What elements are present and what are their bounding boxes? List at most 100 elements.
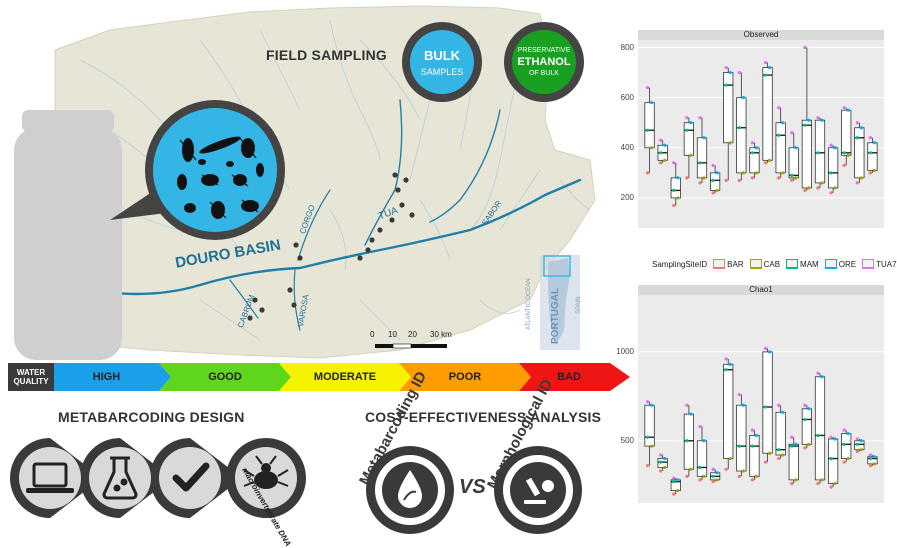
- box-12: [788, 131, 799, 182]
- box-body: [683, 122, 695, 156]
- site-point: [737, 444, 741, 448]
- site-point: [741, 96, 745, 100]
- site-point: [676, 478, 680, 482]
- y-tick-label: 1000: [616, 346, 634, 356]
- site-point: [698, 116, 702, 120]
- site-point: [750, 478, 755, 482]
- box-15: [827, 435, 839, 489]
- site-point: [790, 481, 794, 486]
- site-point: [872, 141, 877, 145]
- site-point: [702, 176, 706, 180]
- site-point: [663, 456, 667, 461]
- site-point: [859, 176, 863, 180]
- box-body: [854, 440, 865, 451]
- box-8: [736, 392, 747, 478]
- site-point: [737, 126, 741, 130]
- site-point: [724, 178, 728, 182]
- site-point: [685, 439, 689, 443]
- site-point: [777, 176, 781, 180]
- wq-moderate: MODERATE: [313, 371, 377, 383]
- site-point: [820, 478, 824, 482]
- site-point: [842, 460, 846, 464]
- site-point: [859, 126, 863, 130]
- legend-key-bar: [713, 259, 726, 269]
- river-cabrum: [229, 279, 259, 319]
- chao1-chart: [638, 346, 884, 496]
- site-point: [750, 444, 755, 448]
- box-body: [814, 119, 826, 184]
- site-point: [803, 45, 807, 50]
- site-point: [846, 108, 850, 112]
- site-point: [737, 474, 741, 478]
- site-point: [685, 474, 689, 478]
- site-point: [872, 455, 877, 459]
- site-point: [728, 362, 732, 366]
- box-body: [723, 363, 734, 459]
- site-point: [676, 488, 680, 493]
- site-point: [781, 410, 785, 414]
- legend-key-mam: [786, 259, 799, 269]
- site-point: [767, 350, 772, 354]
- site-point: [767, 65, 772, 70]
- legend-item-cab: CAB: [749, 259, 780, 269]
- ethanol-line1: PRESERVATIVE: [517, 47, 571, 54]
- y-tick-label: 800: [620, 42, 634, 52]
- site-point: [728, 141, 732, 145]
- vs-label: VS: [459, 476, 486, 498]
- site-point: [649, 146, 654, 150]
- box-9: [749, 428, 760, 482]
- site-point: [750, 141, 755, 145]
- chao1-panel: [638, 295, 884, 503]
- site-point: [645, 400, 650, 404]
- site-point: [794, 442, 798, 446]
- site-point: [842, 106, 846, 110]
- box-body: [723, 72, 734, 144]
- site-point: [698, 465, 702, 470]
- site-point: [715, 471, 719, 475]
- site-point: [794, 478, 798, 482]
- box-10: [762, 60, 773, 165]
- observed-chart: [638, 45, 884, 208]
- water-quality-label: WATER QUALITY: [8, 363, 54, 391]
- box-body: [867, 456, 878, 465]
- legend-key-ore: [824, 259, 837, 269]
- site-point: [711, 178, 715, 182]
- site-point: [855, 437, 859, 441]
- box-body: [736, 97, 747, 174]
- box-16: [841, 428, 852, 464]
- site-point: [724, 368, 728, 372]
- site-point: [855, 121, 859, 125]
- bulk-line1: BULK: [423, 47, 461, 63]
- scale-bar: [375, 343, 447, 349]
- inset-ocean-label: ATLANTIC OCEAN: [526, 278, 532, 330]
- box-11: [775, 403, 786, 461]
- site-point: [702, 136, 706, 140]
- legend-key-cab: [749, 259, 762, 269]
- site-point: [659, 161, 663, 165]
- river-varosa: [293, 269, 301, 331]
- legend-item-ore: ORE: [824, 259, 856, 269]
- sampling-site-legend: SamplingSiteID BAR CAB MAM ORE TUA7: [652, 259, 897, 269]
- site-point: [711, 480, 715, 484]
- site-point: [698, 161, 702, 165]
- site-point: [724, 65, 728, 70]
- site-point: [724, 467, 728, 471]
- site-point: [868, 136, 873, 140]
- site-point: [763, 60, 768, 65]
- site-point: [781, 453, 785, 457]
- site-point: [767, 451, 772, 455]
- box-body: [683, 413, 695, 470]
- box-body: [696, 137, 708, 179]
- box-body: [696, 440, 708, 477]
- macroinvertebrate-dna-icon: [243, 455, 289, 489]
- site-point: [672, 480, 676, 484]
- site-point: [724, 83, 728, 87]
- chao1-panel-title: Chao1: [638, 285, 884, 295]
- site-point: [777, 133, 781, 137]
- box-6: [709, 467, 721, 484]
- site-point: [645, 464, 650, 468]
- site-point: [659, 138, 663, 142]
- site-point: [750, 428, 755, 432]
- site-point: [790, 178, 794, 182]
- river-corgo: [297, 189, 331, 261]
